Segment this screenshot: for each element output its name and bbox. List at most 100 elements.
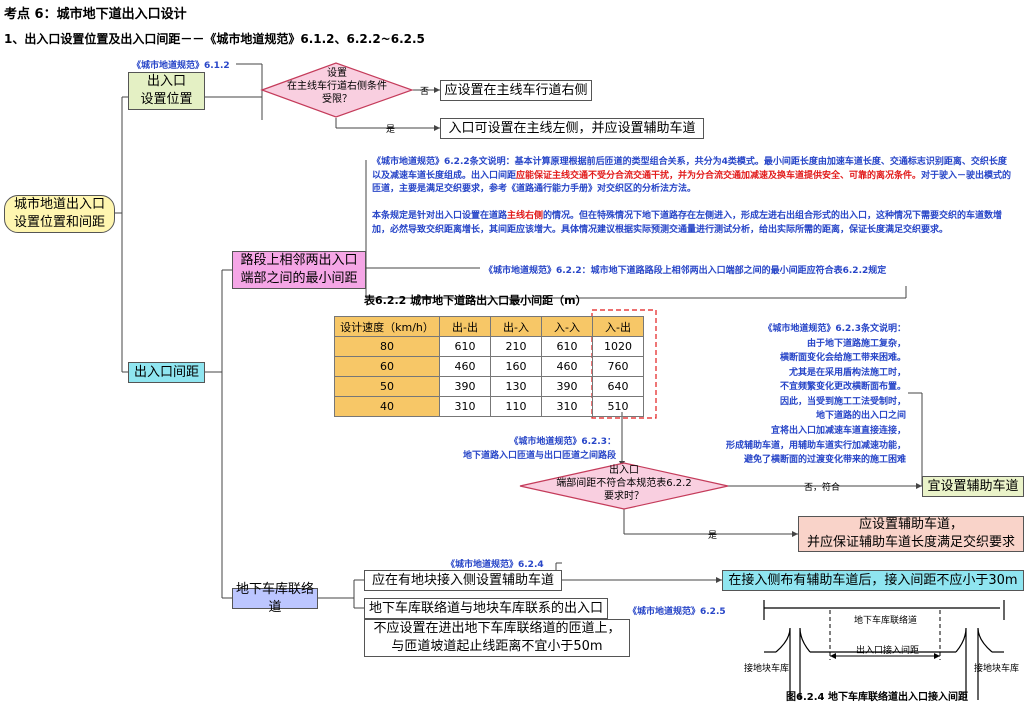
- table-cell: 80: [334, 336, 440, 357]
- yes-label: 是: [386, 125, 396, 135]
- table-cell: 760: [592, 356, 644, 377]
- table-header: 出-出: [439, 316, 491, 337]
- table-header: 出-入: [490, 316, 542, 337]
- figure-mid-label: 出入口接入间距: [856, 646, 920, 656]
- garage-item2-detail: 不应设置在进出地下车库联络道的匝道上， 与匝道坡道起止线距离不宜小于50m: [364, 619, 630, 657]
- page-subtitle: 1、出入口设置位置及出入口间距－－《城市地道规范》6.1.2、6.2.2~6.2…: [4, 32, 425, 46]
- ref-6-2-3: 《城市地道规范》6.2.3： 地下道路入口匝道与出口匝道之间路段: [416, 436, 616, 463]
- figure-top-label: 地下车库联络道: [854, 616, 918, 626]
- table-cell: 160: [490, 356, 542, 377]
- note-6-2-2: 《城市地道规范》6.2.2条文说明：基本计算原理根据前后匝道的类型组合关系，共分…: [372, 156, 1012, 197]
- result-weaving-line2: 并应保证辅助车道长度满足交织要求: [806, 535, 1015, 550]
- garage-item1-result: 在接入侧布有辅助车道后，接入间距不应小于30m: [722, 570, 1024, 591]
- table-caption: 表6.2.2 城市地下道路出入口最小间距（m）: [364, 294, 587, 307]
- ref623-line2: 地下道路入口匝道与出口匝道之间路段: [462, 450, 616, 461]
- figure-right-label: 接地块车库: [974, 664, 1020, 674]
- garage-item2-line1: 不应设置在进出地下车库联络道的匝道上，: [373, 621, 621, 637]
- min-spacing-line1: 路段上相邻两出入口: [240, 253, 358, 269]
- table-cell: 50: [334, 376, 440, 397]
- ref-6-2-2: 《城市地道规范》6.2.2：城市地下道路路段上相邻两出入口端部之间的最小间距应符…: [484, 266, 887, 276]
- garage-item1: 应在有地块接入侧设置辅助车道: [364, 570, 562, 591]
- ref-6-1-2: 《城市地道规范》6.1.2: [132, 61, 230, 71]
- position-box: 出入口 设置位置: [128, 72, 205, 110]
- result-auxiliary-lane: 宜设置辅助车道: [922, 476, 1024, 497]
- result-weaving-length: 应设置辅助车道， 并应保证辅助车道长度满足交织要求: [798, 516, 1024, 552]
- table-header: 入-入: [541, 316, 593, 337]
- min-spacing-box: 路段上相邻两出入口 端部之间的最小间距: [232, 251, 366, 289]
- table-row: 80 610 210 610 1020: [334, 336, 644, 357]
- table-cell: 60: [334, 356, 440, 377]
- note-left-entry: 本条规定是针对出入口设置在道路主线右侧的情况。但在特殊情况下地下道路存在左侧进入…: [372, 210, 1012, 237]
- table-cell: 310: [439, 396, 491, 417]
- position-box-line1: 出入口: [146, 74, 186, 90]
- table-cell: 610: [541, 336, 593, 357]
- note623-line: 因此，当受到施工工法受制时，: [779, 396, 906, 407]
- table-cell: 110: [490, 396, 542, 417]
- note623-line: 《城市地道规范》6.2.3条文说明：: [763, 324, 906, 334]
- no-label: 否: [420, 87, 430, 97]
- table-header: 入-出: [592, 316, 644, 337]
- garage-box: 地下车库联络道: [232, 582, 318, 615]
- result-left-side: 入口可设置在主线左侧，并应设置辅助车道: [440, 118, 704, 139]
- table-cell: 610: [439, 336, 491, 357]
- note623-line: 宜将出入口加减速车道直接连接，: [770, 426, 906, 437]
- table-cell: 310: [541, 396, 593, 417]
- result-weaving-line1: 应设置辅助车道，: [858, 517, 963, 533]
- note623-line: 横断面变化会给施工带来困难。: [779, 353, 906, 364]
- ref-6-2-5: 《城市地道规范》6.2.5: [628, 607, 726, 617]
- note623-line: 尤其是在采用盾构法施工时，: [788, 367, 906, 378]
- decision-line2: 在主线车行道右侧条件: [287, 81, 387, 92]
- spacing-table: 设计速度（km/h） 出-出 出-入 入-入 入-出 80 610 210 61…: [334, 316, 644, 417]
- table-header: 设计速度（km/h）: [334, 316, 440, 337]
- table-cell: 210: [490, 336, 542, 357]
- note623-line: 避免了横断面的过渡变化带来的施工困难: [743, 455, 906, 466]
- table-cell: 130: [490, 376, 542, 397]
- table-cell: 460: [439, 356, 491, 377]
- yes-label-2: 是: [708, 531, 718, 541]
- table-cell: 640: [592, 376, 644, 397]
- decision2-line2: 端部间距不符合本规范表6.2.2: [556, 478, 692, 489]
- root-node: 城市地道出入口 设置位置和间距: [4, 195, 115, 233]
- garage-item2-line2: 与匝道坡道起止线距离不宜小于50m: [391, 639, 603, 654]
- table-row: 60 460 160 460 760: [334, 356, 644, 377]
- table-row: 40 310 110 310 510: [334, 396, 644, 417]
- ref-6-2-4: 《城市地道规范》6.2.4: [446, 560, 544, 570]
- note623-line: 形成辅助车道，用辅助车道实行加减速功能，: [725, 440, 906, 451]
- note2-post: 的情况。但在特殊情况下地下道路存在左侧进入，形成左进右出组合形式的出入口，这种情…: [372, 211, 1003, 235]
- note623-line: 地下道路的出入口之间: [815, 411, 906, 422]
- table-cell: 390: [439, 376, 491, 397]
- table-cell: 40: [334, 396, 440, 417]
- root-line1: 城市地道出入口: [13, 197, 105, 213]
- table-cell: 510: [592, 396, 644, 417]
- spacing-box: 出入口间距: [128, 362, 205, 383]
- table-cell: 460: [541, 356, 593, 377]
- table-row: 50 390 130 390 640: [334, 376, 644, 397]
- decision2-line3: 要求时？: [604, 491, 644, 502]
- spacing-decision: 出入口 端部间距不符合本规范表6.2.2 要求时？: [520, 464, 728, 503]
- note1-post: 对于驶入－驶出模式的匝道，主要是满足交织要求，参考《道路通行能力手册》对交织区的…: [372, 170, 1012, 195]
- note623-line: 不宜频繁变化更改横断面布置。: [779, 382, 906, 393]
- decision-line3: 受限？: [322, 94, 352, 105]
- root-line2: 设置位置和间距: [13, 215, 105, 230]
- table-cell: 1020: [592, 336, 644, 357]
- note1-red: 应能保证主线交通不受分合流交通干扰，并为分合流交通加减速及换车道提供安全、可靠的…: [516, 170, 922, 181]
- note2-red: 主线右侧: [507, 211, 544, 221]
- min-spacing-line2: 端部之间的最小间距: [240, 271, 358, 286]
- position-box-line2: 设置位置: [140, 92, 193, 107]
- table-header-row: 设计速度（km/h） 出-出 出-入 入-入 入-出: [334, 316, 644, 337]
- note-6-2-3: 《城市地道规范》6.2.3条文说明： 由于地下道路施工复杂， 横断面变化会给施工…: [660, 322, 906, 468]
- page-title: 考点 6：城市地下道出入口设计: [4, 7, 187, 22]
- table-cell: 390: [541, 376, 593, 397]
- note623-line: 由于地下道路施工复杂，: [806, 338, 906, 349]
- ref623-line1: 《城市地道规范》6.2.3：: [509, 437, 616, 447]
- garage-item2: 地下车库联络道与地块车库联系的出入口: [364, 598, 608, 619]
- no-conform-label: 否，符合: [804, 483, 841, 493]
- figure-caption: 图6.2.4 地下车库联络道出入口接入间距: [786, 692, 968, 703]
- note2-pre: 本条规定是针对出入口设置在道路: [372, 211, 508, 221]
- note1-pre: 《城市地道规范》6.2.2条文说明：基本计算原理根据前后匝道的类型组合关系，共分…: [372, 157, 1007, 181]
- decision-line1: 设置: [327, 68, 347, 79]
- figure-left-label: 接地块车库: [744, 664, 790, 674]
- position-decision: 设置 在主线车行道右侧条件 受限？: [262, 67, 412, 106]
- result-right-side: 应设置在主线车行道右侧: [440, 80, 592, 101]
